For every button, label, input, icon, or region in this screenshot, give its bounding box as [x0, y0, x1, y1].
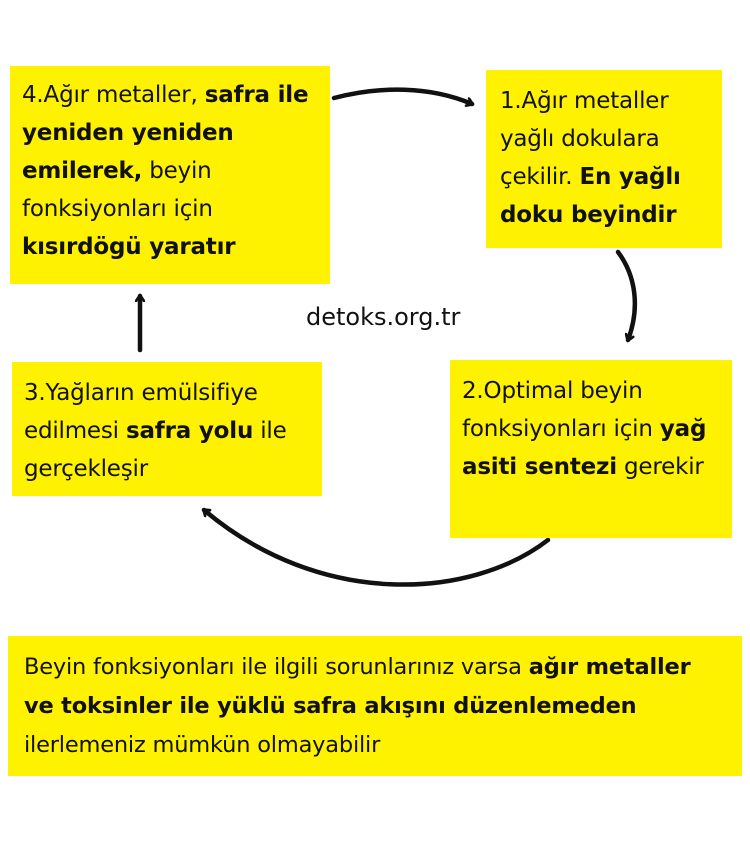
step-2-text-plain: gerekir	[616, 454, 704, 480]
step-2-text-bold: yağ asiti sentezi	[462, 416, 707, 480]
summary-note-box: Beyin fonksiyonları ile ilgili sorunları…	[8, 636, 742, 776]
step-4-box: 4.Ağır metaller, safra ile yeniden yenid…	[10, 66, 330, 284]
step-4-text-plain: 4.Ağır metaller,	[22, 82, 205, 108]
step-2-text-plain: 2.Optimal beyin fonksiyonları için	[462, 378, 660, 442]
step-3-box: 3.Yağların emülsifiye edilmesi safra yol…	[12, 362, 322, 496]
step-2-box: 2.Optimal beyin fonksiyonları için yağ a…	[450, 360, 732, 538]
step-1-box: 1.Ağır metaller yağlı dokulara çekilir. …	[486, 70, 722, 248]
note-text-plain: ilerlemeniz mümkün olmayabilir	[24, 732, 381, 758]
note-text-plain: Beyin fonksiyonları ile ilgili sorunları…	[24, 654, 529, 680]
step-4-text-plain: beyin fonksiyonları için	[22, 158, 213, 222]
step-3-text-plain: 3.Yağların emülsifiye edilmesi	[24, 380, 258, 444]
site-credit: detoks.org.tr	[306, 303, 461, 331]
step-1-text-bold: En yağlı doku beyindir	[500, 164, 681, 228]
step-3-text-plain: ile gerçekleşir	[24, 418, 287, 482]
step-1-text-plain: 1.Ağır metaller yağlı dokulara çekilir.	[500, 88, 669, 190]
arrow-2-to-3	[201, 507, 551, 587]
arrow-4-to-1	[331, 87, 475, 104]
step-4-text-bold: kısırdögü yaratır	[22, 234, 236, 260]
step-4-text-bold: safra ile yeniden yeniden emilerek,	[22, 82, 309, 184]
note-text-bold: ağır metaller ve toksinler ile yüklü saf…	[24, 654, 691, 719]
arrow-1-to-2	[615, 249, 638, 343]
step-3-text-bold: safra yolu	[125, 418, 254, 444]
